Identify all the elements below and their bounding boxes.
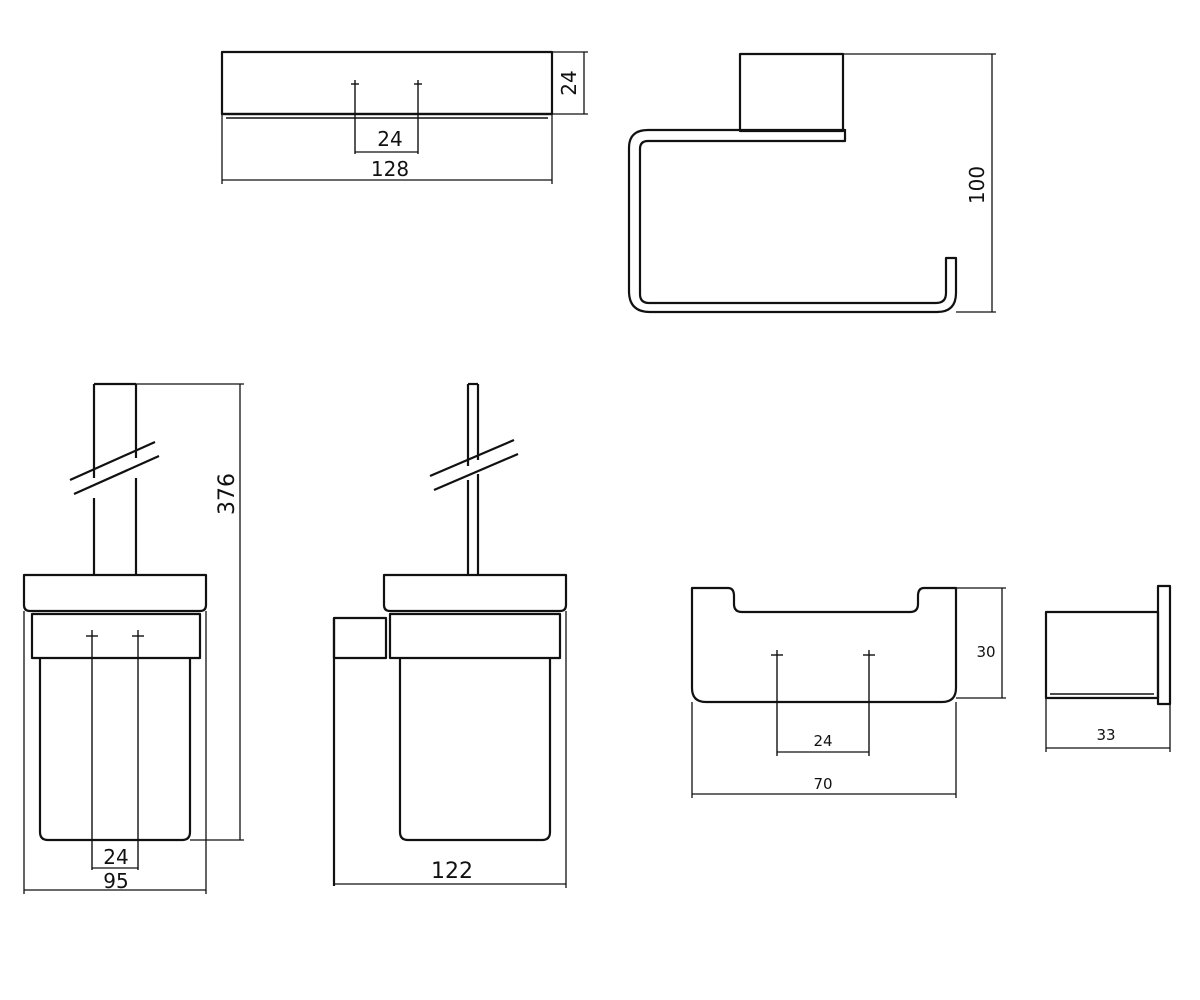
side-lid bbox=[382, 573, 568, 613]
shelf-body bbox=[220, 50, 554, 116]
shelf-width-label: 128 bbox=[371, 157, 409, 181]
hook-side-wall-plate bbox=[1156, 584, 1172, 706]
brush-glass-cup bbox=[38, 658, 192, 842]
brush-hole-left bbox=[86, 630, 98, 870]
hook-hole-spacing-label: 24 bbox=[813, 732, 832, 750]
hook-front-drawing: 24 70 30 bbox=[690, 586, 1006, 798]
brush-width-label: 95 bbox=[103, 869, 128, 893]
side-depth-label: 122 bbox=[431, 859, 473, 884]
paper-holder-drawing: 100 bbox=[627, 52, 996, 314]
side-glass-cup bbox=[398, 658, 552, 842]
side-break-line-1 bbox=[429, 438, 515, 478]
hook-side-body bbox=[1044, 610, 1160, 700]
shelf-height-label: 24 bbox=[557, 70, 581, 95]
paper-holder-mount-block bbox=[738, 52, 845, 133]
brush-hole-spacing-label: 24 bbox=[103, 845, 128, 869]
hook-side-drawing: 33 bbox=[1044, 584, 1172, 752]
brush-holder-side-drawing: 122 bbox=[332, 382, 568, 888]
side-bracket-band bbox=[388, 612, 562, 660]
paper-holder-arm bbox=[627, 128, 958, 314]
shelf-hole-right bbox=[414, 80, 422, 154]
brush-lid bbox=[22, 573, 208, 613]
paper-holder-height-label: 100 bbox=[965, 166, 989, 204]
brush-bracket-band bbox=[30, 612, 202, 660]
brush-height-label: 376 bbox=[215, 473, 240, 515]
hook-front-body bbox=[690, 586, 958, 704]
hook-side-depth-label: 33 bbox=[1096, 726, 1115, 744]
brush-holder-front-drawing: 24 95 376 bbox=[22, 382, 244, 894]
hook-height-label: 30 bbox=[976, 643, 995, 661]
shelf-hole-left bbox=[351, 80, 359, 154]
brush-break-line-1 bbox=[69, 440, 156, 482]
brush-hole-right bbox=[132, 630, 144, 870]
side-break-line-2 bbox=[433, 452, 519, 492]
hook-width-label: 70 bbox=[813, 775, 832, 793]
side-wall-plate bbox=[332, 616, 388, 660]
shelf-drawing: 24 128 24 bbox=[220, 50, 588, 184]
hook-hole-left bbox=[771, 650, 783, 756]
shelf-hole-spacing-label: 24 bbox=[377, 127, 402, 151]
hook-hole-right bbox=[863, 650, 875, 756]
brush-break-line-2 bbox=[73, 454, 160, 496]
